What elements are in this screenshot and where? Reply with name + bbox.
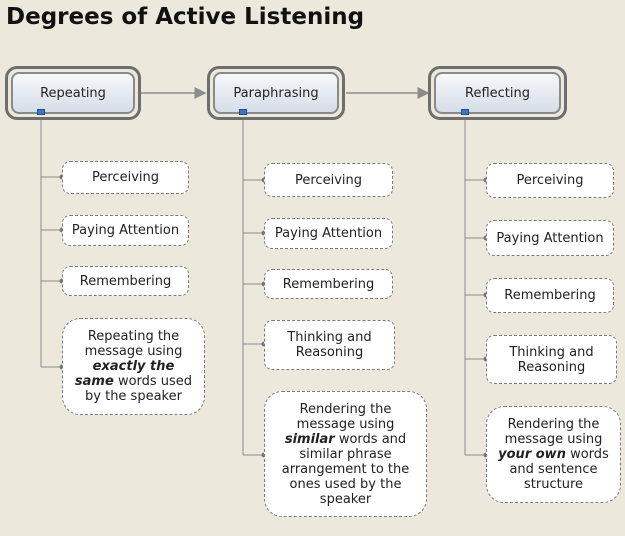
node-remembering[interactable]: Remembering (486, 278, 614, 313)
collapse-toggle-icon[interactable] (461, 109, 469, 115)
node-paying-attention[interactable]: Paying Attention (264, 218, 393, 249)
heading-node-reflecting[interactable]: Reflecting (428, 66, 567, 120)
heading-node-repeating[interactable]: Repeating (5, 66, 141, 120)
node-remembering[interactable]: Remembering (62, 266, 189, 296)
node-perceiving[interactable]: Perceiving (486, 163, 614, 198)
description-text: Repeating the message using exactly the … (74, 329, 193, 404)
collapse-toggle-icon[interactable] (37, 109, 45, 115)
collapse-toggle-icon[interactable] (239, 109, 247, 115)
node-paying-attention[interactable]: Paying Attention (62, 215, 189, 246)
description-text: Rendering the message using similar word… (281, 401, 410, 507)
node-description[interactable]: Rendering the message using your own wor… (486, 406, 621, 503)
node-remembering[interactable]: Remembering (264, 269, 393, 299)
description-text: Rendering the message using your own wor… (498, 417, 609, 492)
node-paying-attention[interactable]: Paying Attention (486, 220, 614, 256)
node-description[interactable]: Rendering the message using similar word… (264, 391, 427, 517)
node-perceiving[interactable]: Perceiving (264, 163, 393, 197)
heading-node-paraphrasing[interactable]: Paraphrasing (207, 66, 345, 120)
node-thinking-reasoning[interactable]: Thinking and Reasoning (486, 335, 617, 384)
heading-label: Paraphrasing (213, 72, 339, 114)
page-title: Degrees of Active Listening (6, 4, 365, 30)
heading-label: Reflecting (434, 72, 561, 114)
node-perceiving[interactable]: Perceiving (62, 161, 189, 194)
node-thinking-reasoning[interactable]: Thinking and Reasoning (264, 320, 395, 370)
heading-label: Repeating (11, 72, 135, 114)
node-description[interactable]: Repeating the message using exactly the … (62, 318, 205, 415)
